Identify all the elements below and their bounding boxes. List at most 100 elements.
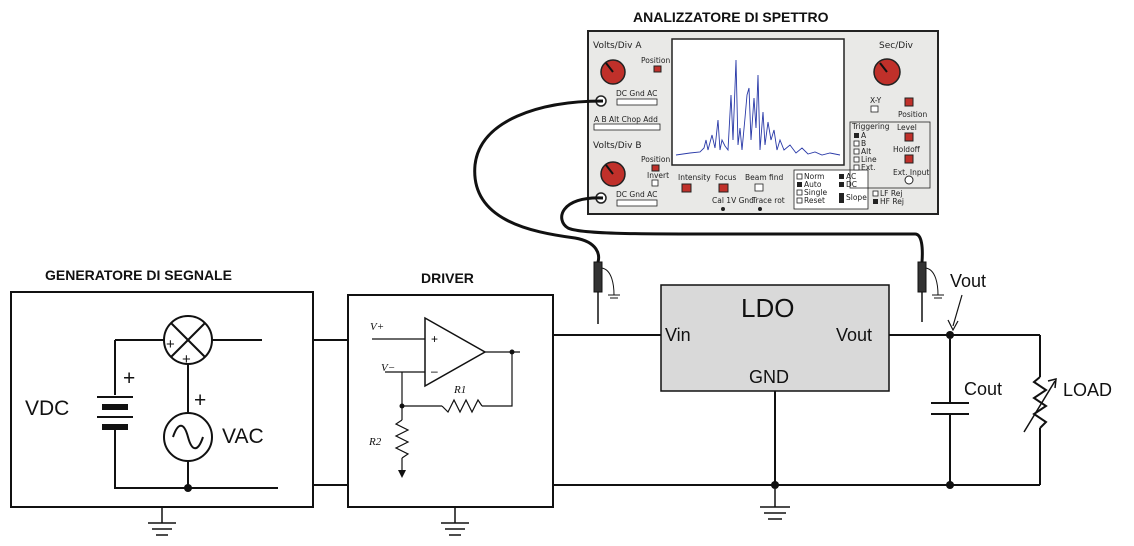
ch-b-coupling-switch[interactable] xyxy=(616,199,658,207)
mode-reset-checkbox[interactable] xyxy=(796,197,803,204)
vout-node-label: Vout xyxy=(950,271,986,291)
sec-div-label: Sec/Div xyxy=(879,41,914,51)
trigger-mode-block xyxy=(793,169,869,210)
r2-label: R2 xyxy=(368,436,382,448)
mode-single-checkbox[interactable] xyxy=(796,189,803,196)
mode-norm-label: Norm xyxy=(804,172,824,181)
analyzer-screen xyxy=(671,38,845,166)
coupling-dc-label: DC xyxy=(846,180,857,189)
feedback-wire-right xyxy=(482,352,513,407)
ext-input-label: Ext. Input xyxy=(893,168,929,177)
invert-label: Invert xyxy=(647,171,669,180)
ch-a-position-label: Position xyxy=(641,56,670,65)
cal-label: Cal 1V Gnd xyxy=(712,196,754,205)
level-knob[interactable] xyxy=(904,132,914,142)
driver-ground-symbol xyxy=(441,507,469,536)
trig-ext-label: Ext. xyxy=(861,163,876,172)
cout-label: Cout xyxy=(964,379,1002,399)
ext-input-jack[interactable] xyxy=(904,175,914,185)
ldo-gnd-pin: GND xyxy=(749,367,789,387)
trace-rotation-label: Trace rot xyxy=(751,196,785,205)
focus-knob[interactable] xyxy=(718,183,729,193)
op-amp-triangle xyxy=(424,316,487,388)
horizontal-position-knob[interactable] xyxy=(904,97,914,107)
load-label: LOAD xyxy=(1063,380,1112,400)
probe-cable-a xyxy=(473,99,604,263)
op-amp-plus: + xyxy=(431,332,438,346)
generator-return-wire xyxy=(114,430,278,489)
mode-single-label: Single xyxy=(804,188,827,197)
load-variable-arrowhead xyxy=(1047,378,1057,389)
ch-b-position-knob[interactable] xyxy=(651,164,660,172)
xy-label: X-Y xyxy=(870,96,882,105)
slope-switch[interactable] xyxy=(839,193,844,203)
sec-div-knob-pointer xyxy=(879,62,888,73)
ch-b-knob-pointer xyxy=(605,164,614,175)
vout-pointer-arrowhead xyxy=(947,319,959,332)
generator-title: GENERATORE DI SEGNALE xyxy=(45,267,232,283)
mode-norm-checkbox[interactable] xyxy=(796,173,803,180)
sine-wave-icon xyxy=(172,424,204,450)
intensity-knob[interactable] xyxy=(681,183,692,193)
probe-a-body xyxy=(593,261,603,293)
beam-find-label: Beam find xyxy=(745,173,784,182)
hf-rej-label: HF Rej xyxy=(880,197,904,206)
probe-b-ground-lead xyxy=(925,267,939,296)
trig-a-checkbox[interactable] xyxy=(854,133,859,138)
coupling-ac-checkbox[interactable] xyxy=(839,174,844,179)
driver-box xyxy=(347,294,554,508)
xy-button[interactable] xyxy=(870,105,879,113)
h-position-label: Position xyxy=(898,110,927,119)
trig-b-label: B xyxy=(861,139,866,148)
ch-b-label: Volts/Div B xyxy=(593,141,642,151)
op-amp-minus: – xyxy=(431,364,438,378)
trig-line-label: Line xyxy=(861,155,877,164)
coupling-dc-checkbox[interactable] xyxy=(839,182,844,187)
slope-label: Slope xyxy=(846,193,867,202)
invert-button[interactable] xyxy=(651,179,659,187)
hf-rej-checkbox[interactable] xyxy=(873,199,878,204)
spectrum-trace xyxy=(675,59,841,156)
trace-rotation-screw[interactable] xyxy=(758,207,762,211)
ch-a-coupling-label: DC Gnd AC xyxy=(616,89,657,98)
cout-ground-node xyxy=(946,481,954,489)
holdoff-knob[interactable] xyxy=(904,154,914,164)
ch-a-knob-pointer xyxy=(605,62,614,73)
lf-rej-checkbox[interactable] xyxy=(872,190,879,197)
lf-rej-label: LF Rej xyxy=(880,189,902,198)
ldo-ground-node xyxy=(771,481,779,489)
trig-b-checkbox[interactable] xyxy=(853,140,860,147)
r2-ground-arrow xyxy=(398,470,406,478)
trigger-sources: A B Alt Line Ext. xyxy=(853,131,877,172)
vout-pointer-arrow xyxy=(952,294,963,327)
ch-a-position-knob[interactable] xyxy=(653,65,662,73)
trig-line-checkbox[interactable] xyxy=(853,156,860,163)
ldo-label: LDO xyxy=(741,293,794,323)
ldo-ground-symbol xyxy=(760,489,790,520)
mode-selector[interactable] xyxy=(593,123,661,131)
r1-resistor xyxy=(441,398,483,414)
driver-circuit: + – V+ V− R1 R2 xyxy=(368,316,520,478)
analyzer-title: ANALIZZATORE DI SPETTRO xyxy=(633,9,829,25)
load-resistor xyxy=(1032,376,1048,429)
sum-plus-left: + xyxy=(166,336,175,353)
trig-alt-checkbox[interactable] xyxy=(853,148,860,155)
beam-find-button[interactable] xyxy=(754,183,764,192)
trig-a-label: A xyxy=(861,131,867,140)
coupling-ac-label: AC xyxy=(846,172,856,181)
probe-a-ground-lead xyxy=(601,267,615,296)
driver-title: DRIVER xyxy=(421,270,474,286)
trig-ext-checkbox[interactable] xyxy=(853,164,860,171)
trigger-modes: Norm Auto Single Reset AC DC Slope xyxy=(796,172,867,205)
r2-resistor xyxy=(394,419,410,459)
sum-plus-bottom: + xyxy=(182,351,191,368)
ch-a-coupling-switch[interactable] xyxy=(616,98,658,106)
mode-row-label: A B Alt Chop Add xyxy=(594,115,658,124)
cal-terminal[interactable] xyxy=(721,207,725,211)
vdc-label: VDC xyxy=(25,397,69,420)
mode-auto-checkbox[interactable] xyxy=(797,182,802,187)
spectrum-analyzer: Volts/Div A Position DC Gnd AC A B Alt C… xyxy=(587,30,939,215)
generator-circuit: + VDC + + + VAC xyxy=(25,315,278,492)
r1-label: R1 xyxy=(453,384,466,396)
